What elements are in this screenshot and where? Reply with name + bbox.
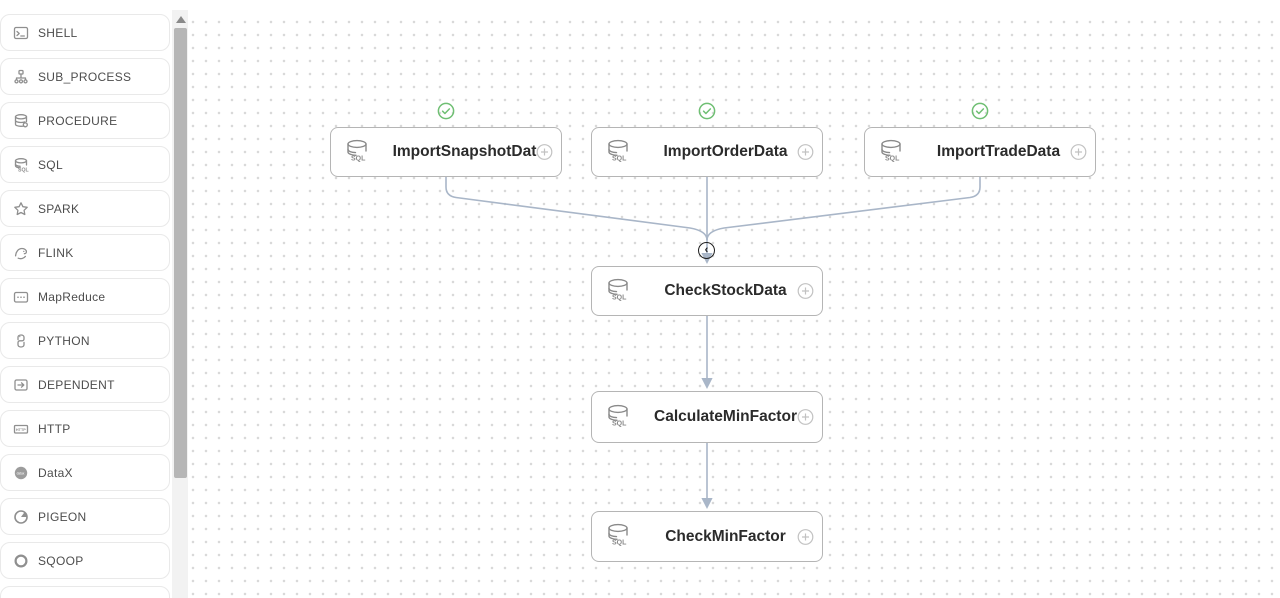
sidebar-item-label: FLINK: [38, 245, 74, 260]
success-status-icon: [698, 102, 716, 120]
svg-text:HTTP: HTTP: [16, 428, 26, 432]
dag-canvas[interactable]: SQL ImportSnapshotDat SQL ImportOrderDat…: [188, 0, 1280, 598]
sidebar-item-label: HTTP: [38, 421, 71, 436]
task-node-label: CheckStockData: [664, 282, 787, 299]
database-gear-icon: [13, 113, 29, 129]
add-connection-icon[interactable]: [797, 144, 814, 161]
svg-text:SQL: SQL: [612, 294, 627, 301]
sidebar-item-sqoop[interactable]: SQOOP: [0, 542, 170, 579]
sidebar-item-flink[interactable]: FLINK: [0, 234, 170, 271]
svg-text:SQL: SQL: [612, 155, 627, 162]
window-dots-icon: [13, 289, 29, 305]
sql-task-icon: SQL: [344, 138, 370, 167]
sidebar-item-python[interactable]: PYTHON: [0, 322, 170, 359]
database-sql-icon: SQL: [13, 157, 29, 173]
star-icon: [13, 201, 29, 217]
squirrel-icon: [13, 245, 29, 261]
ring-icon: [13, 553, 29, 569]
sidebar-item-sub-process[interactable]: SUB_PROCESS: [0, 58, 170, 95]
task-node-import-trade[interactable]: SQL ImportTradeData: [864, 127, 1096, 177]
sidebar-item-procedure[interactable]: PROCEDURE: [0, 102, 170, 139]
sidebar-item-label: SQOOP: [38, 553, 84, 568]
task-node-label: ImportSnapshotDat: [392, 143, 537, 160]
add-connection-icon[interactable]: [797, 409, 814, 426]
sidebar-item-label: PIGEON: [38, 509, 87, 524]
sidebar-item-spark[interactable]: SPARK: [0, 190, 170, 227]
sidebar-item-datax[interactable]: datax DataX: [0, 454, 170, 491]
dependent-box-arrow-icon: [13, 377, 29, 393]
sidebar-item-dependent[interactable]: DEPENDENT: [0, 366, 170, 403]
svg-text:SQL: SQL: [351, 155, 366, 162]
svg-text:datax: datax: [17, 471, 25, 475]
sidebar-item-http[interactable]: HTTP HTTP: [0, 410, 170, 447]
scrollbar-thumb[interactable]: [173, 28, 187, 478]
sidebar-item-partial[interactable]: [0, 586, 170, 598]
sidebar-item-label: SUB_PROCESS: [38, 69, 132, 84]
task-node-check-stock[interactable]: SQL CheckStockData: [591, 266, 823, 316]
sidebar-item-pigeon[interactable]: PIGEON: [0, 498, 170, 535]
svg-text:SQL: SQL: [885, 155, 900, 162]
success-status-icon: [437, 102, 455, 120]
task-node-check-min-factor[interactable]: SQL CheckMinFactor: [591, 511, 823, 562]
sidebar-item-label: PROCEDURE: [38, 113, 118, 128]
svg-text:SQL: SQL: [612, 420, 627, 427]
pigeon-circle-icon: [13, 509, 29, 525]
task-type-sidebar: SHELL SUB_PROCESS PROCEDURE SQL SQL SPAR…: [0, 0, 171, 598]
svg-text:SQL: SQL: [18, 167, 29, 172]
scroll-up-arrow-icon[interactable]: [176, 16, 186, 23]
sidebar-item-label: SQL: [38, 157, 63, 172]
python-icon: [13, 333, 29, 349]
sql-task-icon: SQL: [605, 522, 631, 551]
svg-text:SQL: SQL: [612, 540, 627, 547]
circled-chevron-badge-icon: ‹: [698, 242, 715, 259]
sidebar-item-sql[interactable]: SQL SQL: [0, 146, 170, 183]
task-node-import-snapshot[interactable]: SQL ImportSnapshotDat: [330, 127, 562, 177]
add-connection-icon[interactable]: [536, 144, 553, 161]
add-connection-icon[interactable]: [797, 283, 814, 300]
http-window-icon: HTTP: [13, 421, 29, 437]
task-node-import-order[interactable]: SQL ImportOrderData: [591, 127, 823, 177]
sql-task-icon: SQL: [605, 277, 631, 306]
sitemap-icon: [13, 69, 29, 85]
sidebar-item-label: DataX: [38, 465, 73, 480]
task-node-label: CalculateMinFactor: [654, 408, 797, 425]
datax-circle-icon: datax: [13, 465, 29, 481]
add-connection-icon[interactable]: [797, 528, 814, 545]
sql-task-icon: SQL: [605, 403, 631, 432]
success-status-icon: [971, 102, 989, 120]
task-node-calculate-min-factor[interactable]: SQL CalculateMinFactor: [591, 391, 823, 443]
add-connection-icon[interactable]: [1070, 144, 1087, 161]
sidebar-item-label: DEPENDENT: [38, 377, 115, 392]
sql-task-icon: SQL: [878, 138, 904, 167]
sidebar-item-label: PYTHON: [38, 333, 90, 348]
sidebar-item-label: MapReduce: [38, 289, 106, 304]
sidebar-item-label: SPARK: [38, 201, 80, 216]
sql-task-icon: SQL: [605, 138, 631, 167]
terminal-icon: [13, 25, 29, 41]
sidebar-item-mapreduce[interactable]: MapReduce: [0, 278, 170, 315]
task-node-label: ImportOrderData: [663, 143, 788, 160]
sidebar-item-shell[interactable]: SHELL: [0, 14, 170, 51]
task-node-label: CheckMinFactor: [665, 527, 786, 545]
sidebar-item-label: SHELL: [38, 25, 78, 40]
task-node-label: ImportTradeData: [936, 143, 1061, 160]
